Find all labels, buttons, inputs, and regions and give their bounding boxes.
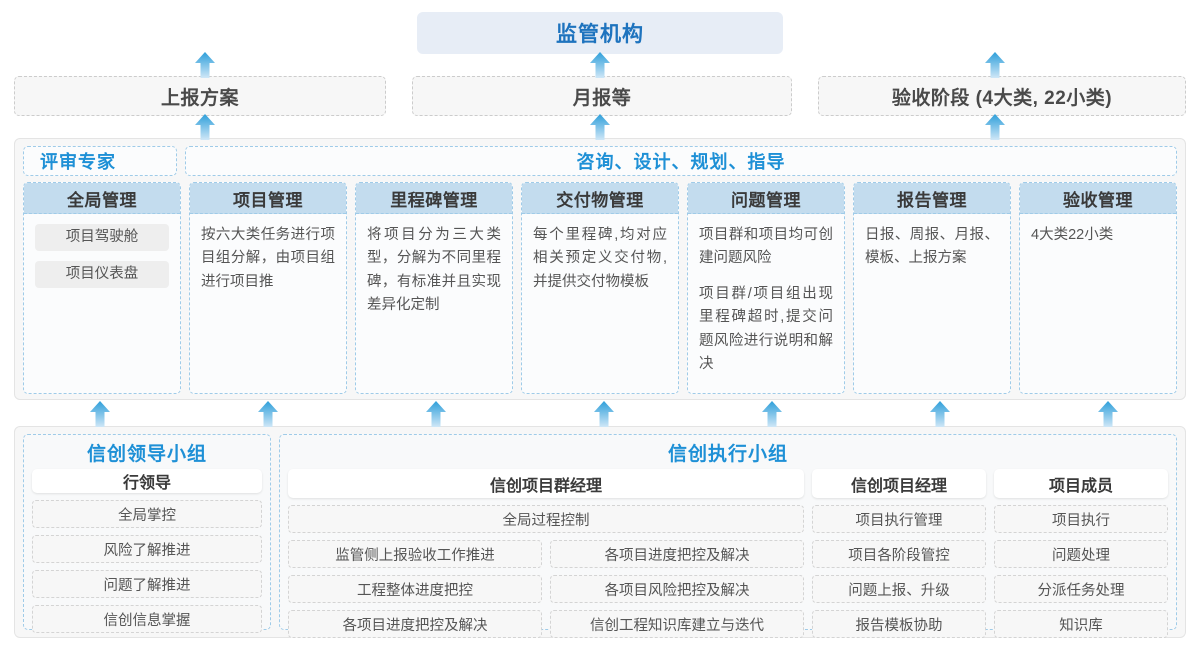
capability-column-body: 按六大类任务进行项目组分解，由项目组进行项目推: [190, 214, 346, 393]
role-tag-reviewer: 评审专家: [23, 146, 177, 176]
program-manager-task-item[interactable]: 各项目进度把控及解决: [288, 610, 542, 638]
report-box-plan: 上报方案: [14, 76, 386, 116]
capability-chip[interactable]: 项目驾驶舱: [35, 224, 169, 251]
project-manager-head: 信创项目经理: [812, 469, 986, 498]
leader-group-items: 全局掌控风险了解推进问题了解推进信创信息掌握: [32, 500, 262, 633]
capability-description: 项目群/项目组出现里程碑超时,提交问题风险进行说明和解决: [699, 285, 833, 373]
capability-column-body: 每个里程碑,均对应相关预定义交付物,并提供交付物模板: [522, 214, 678, 393]
capability-column-head: 里程碑管理: [356, 183, 512, 214]
project-manager-items: 项目执行管理项目各阶段管控问题上报、升级报告模板协助: [812, 505, 986, 638]
capability-column-head: 全局管理: [24, 183, 180, 214]
program-manager-two-columns: 监管侧上报验收工作推进工程整体进度把控各项目进度把控及解决 各项目进度把控及解决…: [288, 540, 804, 638]
arrow-up-icon-capability-0: [89, 401, 111, 427]
program-manager-task-item[interactable]: 监管侧上报验收工作推进: [288, 540, 542, 568]
capability-description: 每个里程碑,均对应相关预定义交付物,并提供交付物模板: [533, 227, 667, 290]
capability-column-body: 日报、周报、月报、模板、上报方案: [854, 214, 1010, 393]
capability-column: 全局管理项目驾驶舱项目仪表盘: [23, 182, 181, 394]
capability-column-head: 验收管理: [1020, 183, 1176, 214]
exec-group-box: 信创执行小组 信创项目群经理 全局过程控制 监管侧上报验收工作推进工程整体进度把…: [279, 434, 1177, 638]
leader-task-item[interactable]: 风险了解推进: [32, 535, 262, 563]
capability-chip[interactable]: 项目仪表盘: [35, 261, 169, 288]
project-member-task-item[interactable]: 分派任务处理: [994, 575, 1168, 603]
capability-column: 报告管理日报、周报、月报、模板、上报方案: [853, 182, 1011, 394]
arrow-group-to-regulator: [0, 52, 1200, 78]
capability-column-body: 项目驾驶舱项目仪表盘: [24, 214, 180, 393]
leader-task-item[interactable]: 全局掌控: [32, 500, 262, 528]
arrow-up-icon-capability-3: [593, 401, 615, 427]
regulator-row: 监管机构: [0, 0, 1200, 54]
program-manager-head: 信创项目群经理: [288, 469, 804, 498]
role-tag-consulting: 咨询、设计、规划、指导: [185, 146, 1177, 176]
project-manager-task-item[interactable]: 项目各阶段管控: [812, 540, 986, 568]
project-manager-column: 信创项目经理 项目执行管理项目各阶段管控问题上报、升级报告模板协助: [812, 469, 986, 638]
capability-column-body: 项目群和项目均可创建问题风险项目群/项目组出现里程碑超时,提交问题风险进行说明和…: [688, 214, 844, 393]
project-member-column: 项目成员 项目执行问题处理分派任务处理知识库: [994, 469, 1168, 638]
exec-group-title: 信创执行小组: [667, 444, 788, 465]
project-manager-task-item[interactable]: 问题上报、升级: [812, 575, 986, 603]
leader-group-box: 信创领导小组 行领导 全局掌控风险了解推进问题了解推进信创信息掌握: [23, 434, 271, 633]
capability-column-body: 4大类22小类: [1020, 214, 1176, 393]
program-manager-right-items: 各项目进度把控及解决各项目风险把控及解决信创工程知识库建立与迭代: [550, 540, 804, 638]
arrow-up-icon-capability-5: [929, 401, 951, 427]
arrow-up-icon-report-0: [194, 114, 216, 140]
capability-column-head: 报告管理: [854, 183, 1010, 214]
arrow-up-icon-capability-4: [761, 401, 783, 427]
report-box-monthly: 月报等: [412, 76, 792, 116]
capability-column-head: 交付物管理: [522, 183, 678, 214]
capability-description: 按六大类任务进行项目组分解，由项目组进行项目推: [201, 227, 335, 290]
program-manager-task-item[interactable]: 工程整体进度把控: [288, 575, 542, 603]
project-member-head: 项目成员: [994, 469, 1168, 498]
arrow-group-to-capabilities: [0, 400, 1200, 427]
capability-description: 将项目分为三大类型，分解为不同里程碑，有标准并且实现差异化定制: [367, 227, 501, 314]
capability-column: 交付物管理每个里程碑,均对应相关预定义交付物,并提供交付物模板: [521, 182, 679, 394]
program-manager-task-item[interactable]: 信创工程知识库建立与迭代: [550, 610, 804, 638]
leader-task-item[interactable]: 信创信息掌握: [32, 605, 262, 633]
arrow-up-icon-capability-6: [1097, 401, 1119, 427]
capability-column: 验收管理 4大类22小类: [1019, 182, 1177, 394]
program-manager-task-item[interactable]: 各项目进度把控及解决: [550, 540, 804, 568]
program-manager-global-item: 全局过程控制: [288, 505, 804, 533]
capability-column-body: 将项目分为三大类型，分解为不同里程碑，有标准并且实现差异化定制: [356, 214, 512, 393]
capability-column: 问题管理项目群和项目均可创建问题风险项目群/项目组出现里程碑超时,提交问题风险进…: [687, 182, 845, 394]
report-row: 上报方案 月报等 验收阶段 (4大类, 22小类): [0, 76, 1200, 116]
capability-column: 项目管理按六大类任务进行项目组分解，由项目组进行项目推: [189, 182, 347, 394]
project-member-task-item[interactable]: 项目执行: [994, 505, 1168, 533]
capability-description: 项目群和项目均可创建问题风险: [699, 227, 833, 267]
arrow-up-icon-capability-1: [257, 401, 279, 427]
leader-group-head: 行领导: [32, 469, 262, 493]
report-box-acceptance: 验收阶段 (4大类, 22小类): [818, 76, 1186, 116]
platform-capability-panel: 评审专家 咨询、设计、规划、指导 全局管理项目驾驶舱项目仪表盘项目管理按六大类任…: [14, 138, 1186, 400]
project-member-task-item[interactable]: 知识库: [994, 610, 1168, 638]
arrow-up-icon-regulator-0: [194, 52, 216, 78]
organization-panel: 信创领导小组 行领导 全局掌控风险了解推进问题了解推进信创信息掌握 信创执行小组…: [14, 426, 1186, 638]
capability-column-head: 项目管理: [190, 183, 346, 214]
capability-columns: 全局管理项目驾驶舱项目仪表盘项目管理按六大类任务进行项目组分解，由项目组进行项目…: [23, 182, 1177, 394]
project-member-items: 项目执行问题处理分派任务处理知识库: [994, 505, 1168, 638]
role-tag-row: 评审专家 咨询、设计、规划、指导: [23, 146, 1177, 176]
regulator-box: 监管机构: [417, 12, 783, 54]
project-manager-task-item[interactable]: 报告模板协助: [812, 610, 986, 638]
program-manager-left-items: 监管侧上报验收工作推进工程整体进度把控各项目进度把控及解决: [288, 540, 542, 638]
arrow-up-icon-regulator-2: [984, 52, 1006, 78]
program-manager-task-item[interactable]: 各项目风险把控及解决: [550, 575, 804, 603]
project-manager-task-item[interactable]: 项目执行管理: [812, 505, 986, 533]
capability-column-head: 问题管理: [688, 183, 844, 214]
leader-group-title: 信创领导小组: [86, 444, 207, 465]
capability-description: 日报、周报、月报、模板、上报方案: [865, 227, 999, 267]
project-member-task-item[interactable]: 问题处理: [994, 540, 1168, 568]
exec-subgroup-columns: 信创项目群经理 全局过程控制 监管侧上报验收工作推进工程整体进度把控各项目进度把…: [288, 469, 1168, 638]
arrow-up-icon-report-1: [589, 114, 611, 140]
arrow-up-icon-capability-2: [425, 401, 447, 427]
arrow-up-icon-regulator-1: [589, 52, 611, 78]
capability-description: 4大类22小类: [1031, 227, 1114, 243]
arrow-up-icon-report-2: [984, 114, 1006, 140]
leader-task-item[interactable]: 问题了解推进: [32, 570, 262, 598]
capability-column: 里程碑管理将项目分为三大类型，分解为不同里程碑，有标准并且实现差异化定制: [355, 182, 513, 394]
arrow-group-to-reports: [0, 114, 1200, 140]
program-manager-column: 信创项目群经理 全局过程控制 监管侧上报验收工作推进工程整体进度把控各项目进度把…: [288, 469, 804, 638]
